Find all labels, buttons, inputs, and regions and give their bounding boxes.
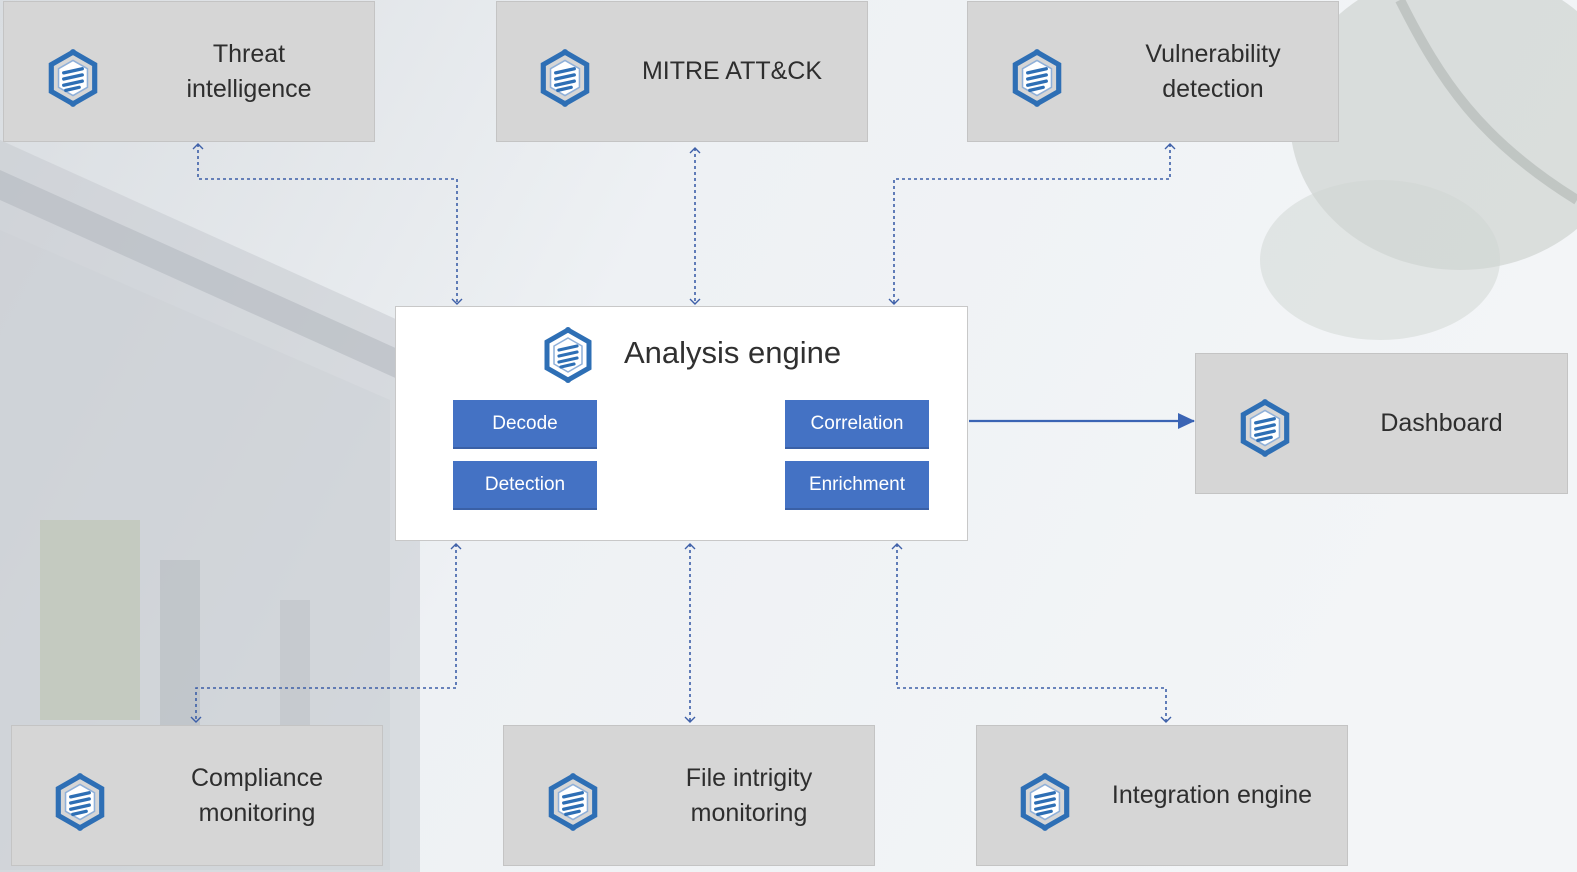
module-mitre-attack: MITRE ATT&CK xyxy=(496,1,868,142)
connector-threat-intelligence xyxy=(192,143,463,305)
module-file-integrity-monitoring: File intrigity monitoring xyxy=(503,725,875,866)
module-label: Compliance monitoring xyxy=(190,763,323,827)
hexagon-stack-icon xyxy=(1006,47,1068,109)
module-integration-engine: Integration engine xyxy=(976,725,1348,866)
hexagon-stack-icon xyxy=(42,47,104,109)
module-label: Threat intelligence xyxy=(186,39,312,103)
engine-component-correlation: Correlation xyxy=(785,400,929,449)
connector-vulnerability-detection xyxy=(888,143,1176,305)
hexagon-stack-icon xyxy=(542,771,604,833)
module-threat-intelligence: Threat intelligence xyxy=(3,1,375,142)
engine-component-enrichment: Enrichment xyxy=(785,461,929,510)
connector-compliance-monitoring xyxy=(190,543,462,723)
hexagon-stack-icon xyxy=(1234,397,1296,459)
analysis-engine: Analysis engine Decode Correlation Detec… xyxy=(395,306,968,541)
engine-component-decode: Decode xyxy=(453,400,597,449)
module-label: Integration engine xyxy=(1111,781,1313,809)
module-label: Vulnerability detection xyxy=(1145,39,1281,103)
hexagon-stack-icon xyxy=(49,771,111,833)
module-dashboard: Dashboard xyxy=(1195,353,1568,494)
module-label: Dashboard xyxy=(1380,409,1503,437)
hexagon-stack-icon xyxy=(534,47,596,109)
module-label: File intrigity monitoring xyxy=(685,763,813,827)
hexagon-stack-icon xyxy=(538,325,598,385)
module-label: MITRE ATT&CK xyxy=(641,57,823,85)
engine-component-detection: Detection xyxy=(453,461,597,510)
module-vulnerability-detection: Vulnerability detection xyxy=(967,1,1339,142)
hexagon-stack-icon xyxy=(1014,771,1076,833)
engine-title: Analysis engine xyxy=(624,335,842,370)
module-compliance-monitoring: Compliance monitoring xyxy=(11,725,383,866)
connector-integration-engine xyxy=(891,543,1172,723)
